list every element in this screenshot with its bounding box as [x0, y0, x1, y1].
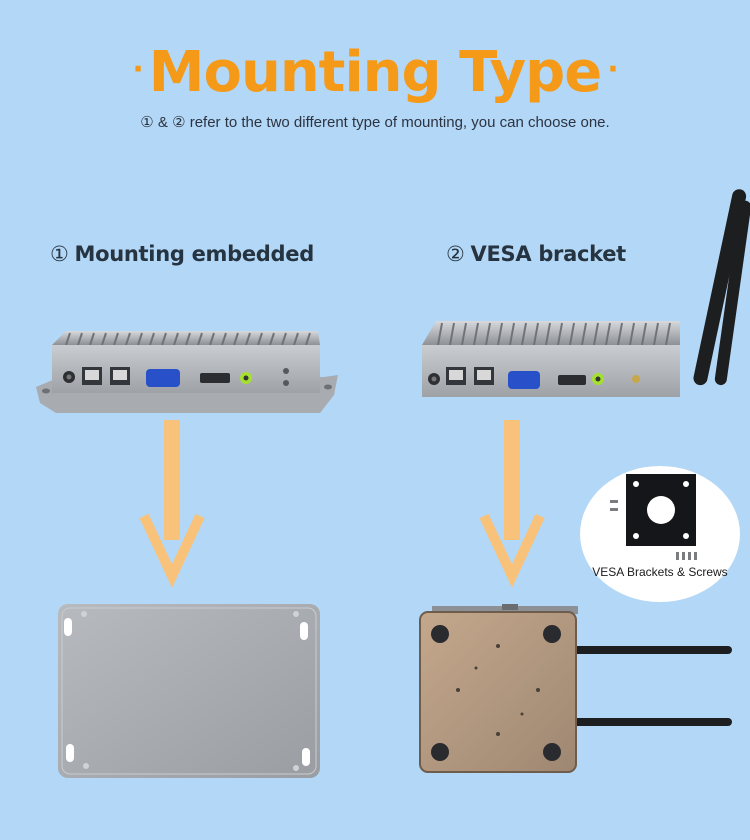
down-arrow-left [139, 420, 205, 588]
vesa-pc-front-image [422, 189, 750, 397]
embedded-pc-front-image [36, 331, 338, 413]
title-dot-right: · [607, 51, 618, 87]
down-arrow-right [479, 420, 545, 588]
embedded-base-plate-image [58, 604, 320, 778]
title-text: Mounting Type [148, 40, 602, 105]
section-number-2: ② [446, 242, 465, 266]
page-title: ·Mounting Type· [0, 38, 750, 111]
page-subtitle: ① & ② refer to the two different type of… [140, 114, 610, 131]
title-dot-left: · [132, 51, 143, 87]
vesa-caption: VESA Brackets & Screws [592, 565, 728, 579]
vesa-bracket-image [610, 474, 697, 560]
section-title-2: VESA bracket [470, 242, 627, 266]
vesa-device-bottom-image [419, 604, 732, 773]
section-title-1: Mounting embedded [74, 242, 315, 266]
section-number-1: ① [50, 242, 69, 266]
